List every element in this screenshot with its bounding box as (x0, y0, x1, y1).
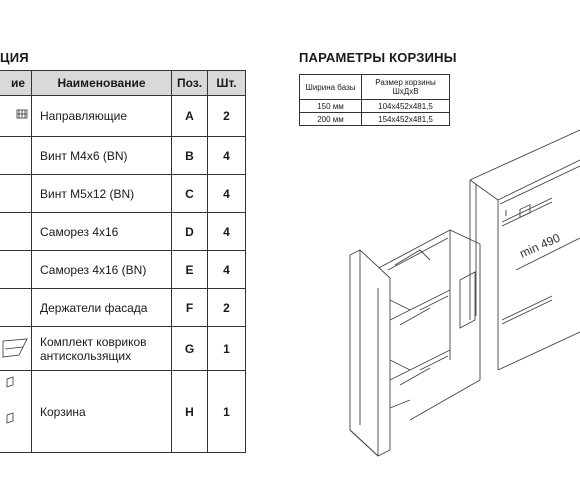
header-quantity: Шт. (207, 70, 246, 96)
item-position: H (171, 370, 208, 453)
cabinet-basket-drawing: min 490 (349, 129, 580, 457)
screw-icon (0, 174, 32, 213)
params-header-row: Ширина базы Размер корзины ШхДхВ (299, 74, 450, 100)
table-row: Саморез 4х16 D 4 (0, 212, 246, 251)
item-quantity: 1 (207, 326, 246, 371)
item-quantity: 4 (207, 212, 246, 251)
item-position: D (171, 212, 208, 251)
header-position: Поз. (171, 70, 208, 96)
table-row: Винт М5х12 (BN) C 4 (0, 174, 246, 213)
base-width: 150 мм (299, 99, 362, 113)
item-name: Направляющие (31, 95, 172, 137)
item-quantity: 1 (207, 370, 246, 453)
item-position: A (171, 95, 208, 137)
item-name: Держатели фасада (31, 288, 172, 327)
item-position: F (171, 288, 208, 327)
header-name: Наименование (31, 70, 172, 96)
item-name: Корзина (31, 370, 172, 453)
item-name: Саморез 4х16 (BN) (31, 250, 172, 289)
table-row: Корзина H 1 (0, 370, 246, 453)
item-name: Винт М5х12 (BN) (31, 174, 172, 213)
table-row: 150 мм 104х452х481,5 (299, 99, 450, 113)
item-name: Саморез 4х16 (31, 212, 172, 251)
dimension-label: min 490 (518, 230, 563, 260)
item-name: Комплект ковриков антискользящих (31, 326, 172, 371)
specification-table: ие Наименование Поз. Шт. Направляющие A … (0, 70, 246, 453)
base-width: 200 мм (299, 112, 362, 126)
screw-icon (0, 136, 32, 175)
basket-icon (0, 370, 32, 453)
item-quantity: 4 (207, 250, 246, 289)
table-row: Винт М4х6 (BN) B 4 (0, 136, 246, 175)
guide-rail-icon (0, 95, 32, 137)
table-row: 200 мм 154х452х481,5 (299, 112, 450, 126)
table-row: Держатели фасада F 2 (0, 288, 246, 327)
facade-holder-icon (0, 288, 32, 327)
table-row: Направляющие A 2 (0, 95, 246, 137)
header-base-width: Ширина базы (299, 74, 362, 100)
item-position: E (171, 250, 208, 289)
header-basket-size: Размер корзины ШхДхВ (361, 74, 450, 100)
mat-icon (0, 326, 32, 371)
item-quantity: 4 (207, 136, 246, 175)
item-position: G (171, 326, 208, 371)
item-name: Винт М4х6 (BN) (31, 136, 172, 175)
basket-size: 104х452х481,5 (361, 99, 450, 113)
basket-size: 154х452х481,5 (361, 112, 450, 126)
header-image: ие (0, 70, 32, 96)
basket-parameters-table: Ширина базы Размер корзины ШхДхВ 150 мм … (299, 74, 450, 126)
item-position: C (171, 174, 208, 213)
table-row: Комплект ковриков антискользящих G 1 (0, 326, 246, 371)
item-quantity: 2 (207, 288, 246, 327)
table-row: Саморез 4х16 (BN) E 4 (0, 250, 246, 289)
specification-header-row: ие Наименование Поз. Шт. (0, 70, 246, 96)
item-position: B (171, 136, 208, 175)
item-quantity: 2 (207, 95, 246, 137)
self-tapping-screw-icon (0, 212, 32, 251)
item-quantity: 4 (207, 174, 246, 213)
self-tapping-screw-icon (0, 250, 32, 289)
basket-parameters-heading: ПАРАМЕТРЫ КОРЗИНЫ (299, 50, 457, 65)
specification-heading: ЦИЯ (0, 50, 29, 65)
